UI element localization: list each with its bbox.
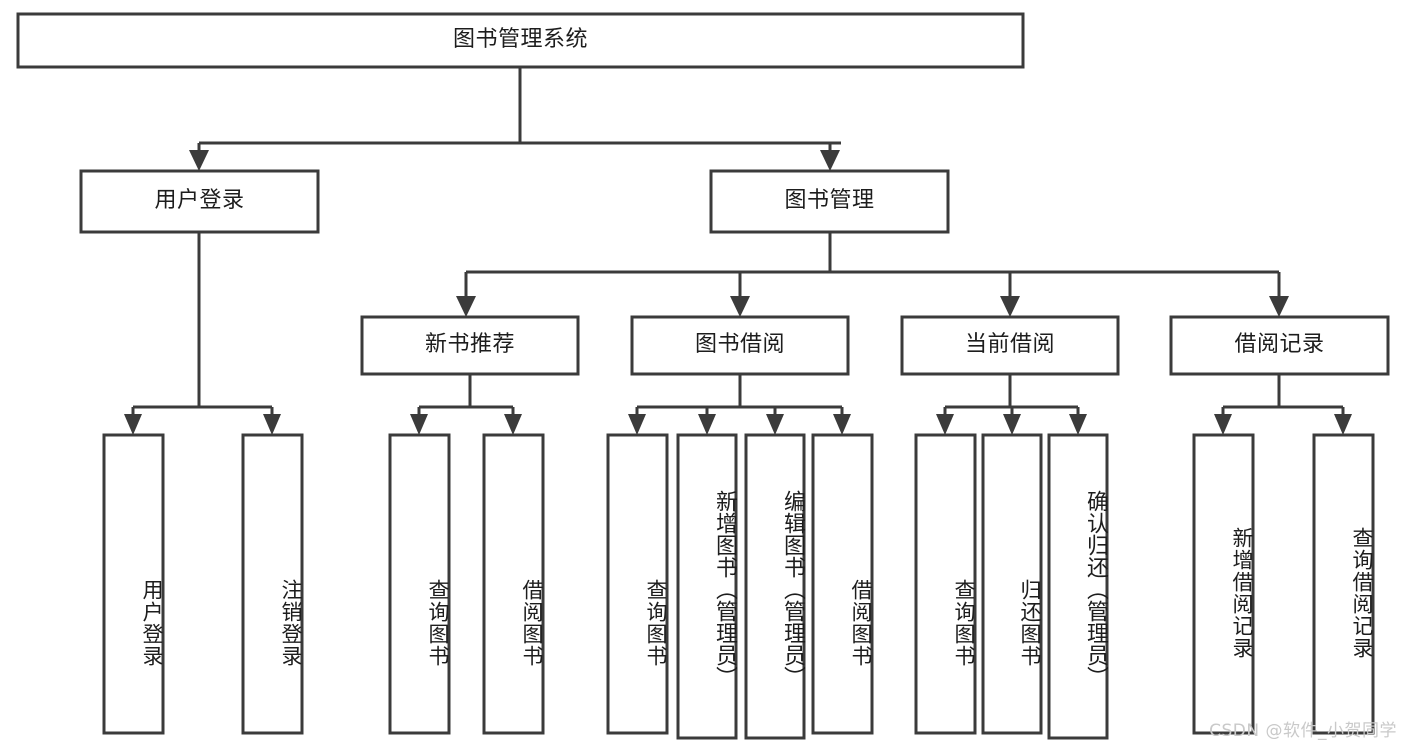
node-box-leaf-add-book[interactable] <box>676 433 738 740</box>
node-box-leaf-logout[interactable] <box>241 433 304 735</box>
node-box-leaf-add-record[interactable] <box>1192 433 1255 735</box>
node-box-root[interactable] <box>16 12 1025 69</box>
arrow-head-book-manage <box>820 150 840 171</box>
node-box-book-borrow[interactable] <box>630 315 850 376</box>
connector-root-to-level2 <box>189 67 841 171</box>
connector-userlogin-to-leaves <box>124 232 281 435</box>
arrow-head-leaf-query-book-rec <box>410 414 428 435</box>
arrow-head-leaf-add-record <box>1214 414 1232 435</box>
node-box-borrow-record[interactable] <box>1169 315 1390 376</box>
arrow-head-leaf-query-record <box>1334 414 1352 435</box>
arrow-head-leaf-add-book <box>698 414 716 435</box>
arrow-head-leaf-borrow-book-bor <box>833 414 851 435</box>
arrow-head-leaf-edit-book <box>766 414 784 435</box>
node-box-leaf-query-book-cur[interactable] <box>914 433 977 735</box>
node-box-leaf-edit-book[interactable] <box>744 433 806 740</box>
connector-bookmanage-to-level3 <box>456 232 1289 317</box>
node-box-leaf-return-book[interactable] <box>981 433 1043 735</box>
arrow-head-leaf-borrow-book-rec <box>504 414 522 435</box>
arrow-head-leaf-user-login <box>124 414 142 435</box>
watermark-text: CSDN @软件_小贺同学 <box>1209 721 1397 741</box>
node-box-leaf-borrow-book-rec[interactable] <box>482 433 545 735</box>
node-box-leaf-borrow-book-bor[interactable] <box>811 433 874 735</box>
connector-newbookrec-to-leaves <box>410 374 522 435</box>
arrow-head-leaf-return-book <box>1003 414 1021 435</box>
arrow-head-current-borrow <box>1000 296 1020 317</box>
node-box-new-book-rec[interactable] <box>360 315 580 376</box>
arrow-head-book-borrow <box>730 296 750 317</box>
arrow-head-leaf-confirm-return <box>1069 414 1087 435</box>
arrow-head-leaf-query-book-bor <box>628 414 646 435</box>
node-box-current-borrow[interactable] <box>900 315 1120 376</box>
node-box-leaf-query-book-bor[interactable] <box>606 433 669 735</box>
connector-bookborrow-to-leaves <box>628 374 851 435</box>
arrow-head-leaf-query-book-cur <box>936 414 954 435</box>
arrow-head-user-login <box>189 150 209 171</box>
node-box-leaf-query-record[interactable] <box>1312 433 1375 735</box>
node-box-user-login[interactable] <box>79 169 320 234</box>
node-box-leaf-query-book-rec[interactable] <box>388 433 451 735</box>
node-box-leaf-confirm-return[interactable] <box>1047 433 1109 740</box>
node-box-book-manage[interactable] <box>709 169 950 234</box>
connector-currentborrow-to-leaves <box>936 374 1087 435</box>
arrow-head-new-book-rec <box>456 296 476 317</box>
connector-borrowrecord-to-leaves <box>1214 374 1352 435</box>
node-box-leaf-user-login[interactable] <box>102 433 165 735</box>
arrow-head-leaf-logout <box>263 414 281 435</box>
arrow-head-borrow-record <box>1269 296 1289 317</box>
